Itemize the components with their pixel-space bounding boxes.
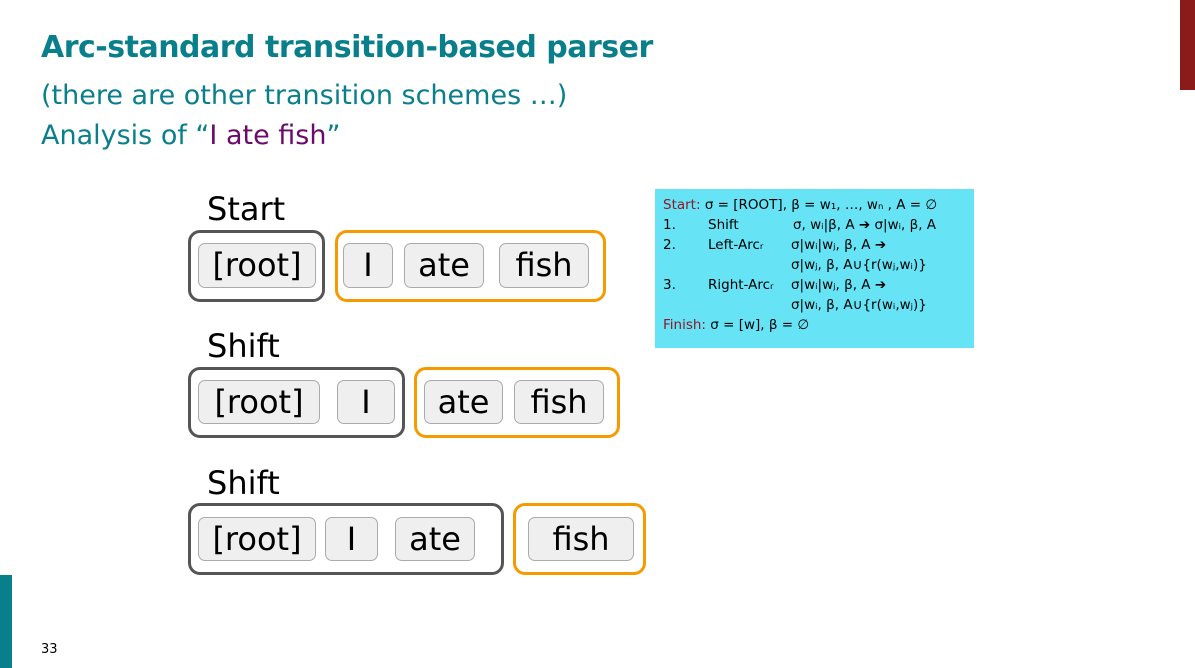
rule-line: σ|wᵢ, β, A∪{r(wᵢ,wⱼ)} [791, 297, 927, 313]
stack-box [188, 503, 504, 575]
rule-number: 1. [663, 217, 676, 233]
accent-bar-top-right [1180, 0, 1195, 90]
buffer-box [414, 367, 620, 438]
finish-text: σ = [w], β = ∅ [710, 317, 810, 333]
stack-token: I [337, 380, 395, 424]
buffer-box [335, 230, 606, 302]
stack-token: [root] [198, 243, 316, 288]
rule-line: σ|wᵢ|wⱼ, β, A ➔ [791, 237, 887, 253]
stack-box [188, 230, 325, 302]
analysis-suffix: ” [326, 120, 341, 151]
slide-title: Arc-standard transition-based parser [41, 30, 653, 65]
rule-line: σ, wᵢ|β, A ➔ σ|wᵢ, β, A [793, 217, 937, 233]
rule-name: Left-Arcᵣ [708, 237, 764, 253]
rule-number: 2. [663, 237, 676, 253]
start-label: Start: [663, 197, 701, 213]
config-label: Start [207, 190, 286, 228]
stack-token: [root] [198, 517, 316, 561]
rule-number: 3. [663, 277, 676, 293]
analysis-prefix: Analysis of “ [41, 120, 210, 151]
analysis-line: Analysis of “I ate fish” [41, 120, 340, 151]
config-label: Shift [207, 327, 280, 365]
buffer-token: ate [424, 380, 503, 424]
stack-token: [root] [198, 380, 320, 424]
buffer-token: fish [528, 517, 634, 561]
rule-line: σ|wⱼ, β, A∪{r(wⱼ,wᵢ)} [791, 257, 927, 273]
stack-token: ate [395, 517, 475, 561]
start-text: σ = [ROOT], β = w₁, …, wₙ , A = ∅ [704, 197, 938, 213]
accent-bar-bottom-left [0, 575, 12, 668]
finish-label: Finish: [663, 317, 706, 333]
buffer-box [513, 503, 646, 575]
buffer-token: fish [514, 380, 604, 424]
config-label: Shift [207, 464, 280, 502]
transition-rules-box: Start: σ = [ROOT], β = w₁, …, wₙ , A = ∅… [655, 189, 974, 348]
page-number: 33 [41, 642, 58, 657]
rule-name: Right-Arcᵣ [708, 277, 774, 293]
buffer-token: I [343, 243, 393, 288]
analysis-sentence: I ate fish [209, 120, 327, 151]
rule-name: Shift [708, 217, 739, 233]
stack-box [188, 367, 405, 438]
stack-token: I [325, 517, 378, 561]
buffer-token: fish [499, 243, 589, 288]
subtitle: (there are other transition schemes …) [41, 80, 568, 111]
buffer-token: ate [404, 243, 484, 288]
rule-line: σ|wᵢ|wⱼ, β, A ➔ [791, 277, 887, 293]
